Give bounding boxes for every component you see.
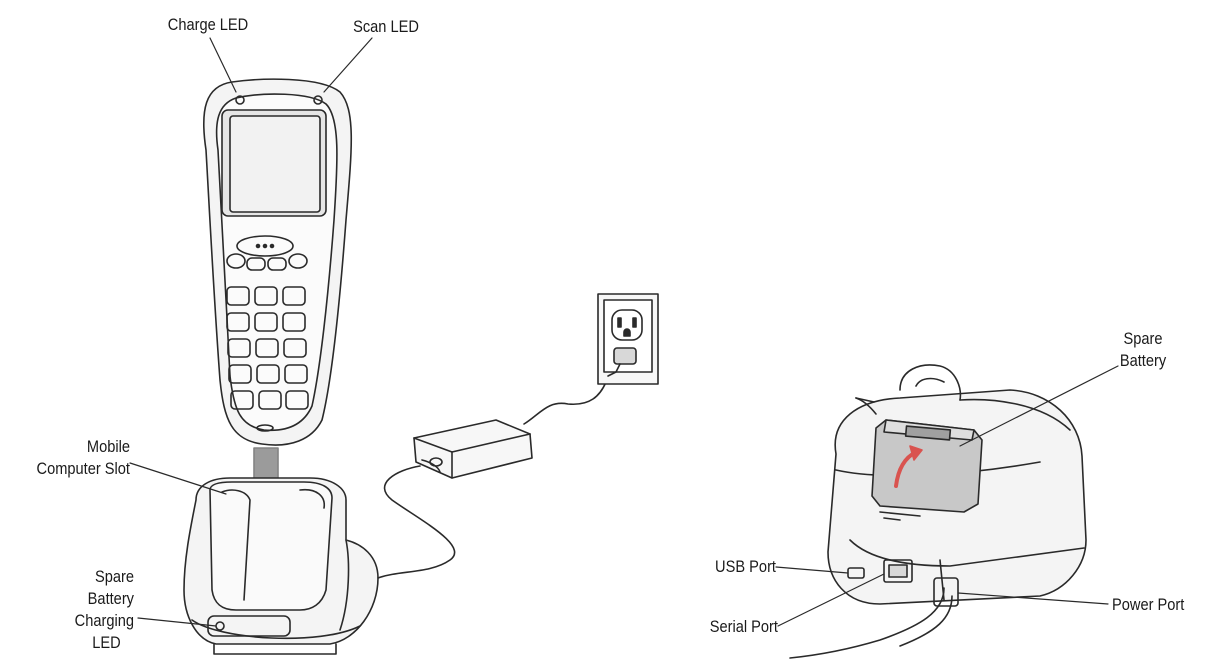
- leader-lines: [129, 37, 1119, 627]
- mobile-computer-device: [203, 78, 353, 446]
- spare-battery-label: Spare Battery: [1119, 329, 1167, 370]
- spare-battery-charging-led-label: Spare Battery Charging LED: [74, 567, 134, 652]
- wall-outlet: [597, 293, 659, 385]
- serial-port: [883, 559, 913, 583]
- power-supply: [377, 361, 625, 579]
- device-keypad: [226, 286, 309, 410]
- charge-led-label: Charge LED: [167, 15, 249, 34]
- cradle-front-view: [183, 477, 379, 655]
- charge-led-indicator: [235, 95, 245, 105]
- usb-port-label: USB Port: [715, 557, 776, 576]
- power-port-label: Power Port: [1112, 595, 1185, 614]
- scan-led-label: Scan LED: [353, 17, 419, 36]
- mobile-computer-slot-label: Mobile Computer Slot: [36, 437, 130, 478]
- spare-battery: [871, 419, 983, 521]
- nav-buttons: [226, 235, 308, 271]
- power-port: [933, 577, 959, 607]
- scan-led-indicator: [313, 95, 323, 105]
- serial-port-label: Serial Port: [709, 617, 778, 636]
- device-screen: [221, 109, 327, 217]
